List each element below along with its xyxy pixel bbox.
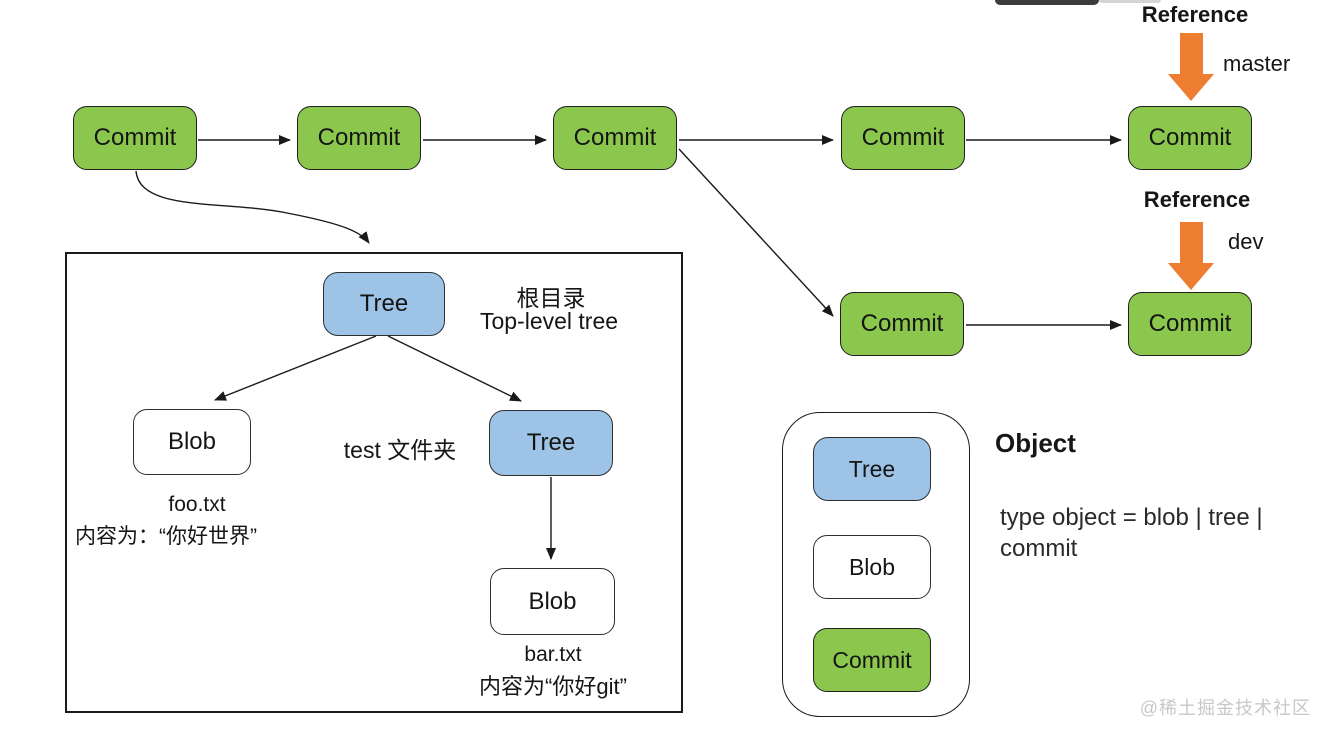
foo-filename-label: foo.txt: [168, 493, 226, 516]
bar-filename-label: bar.txt: [524, 643, 582, 666]
screen-edge-artifact: [995, 0, 1099, 5]
foo-content-label: 内容为：“你好世界”: [75, 525, 257, 548]
commit-node-6-dev-branch: Commit: [840, 292, 964, 356]
branch-label-master: master: [1223, 51, 1291, 76]
commit-node-5-master: Commit: [1128, 106, 1252, 170]
tree-node-test: Tree: [489, 410, 613, 476]
type-definition-text: type object = blob | tree | commit: [1000, 504, 1263, 563]
commit-node-4: Commit: [841, 106, 965, 170]
legend-blob-node: Blob: [813, 535, 931, 599]
blob-node-bar: Blob: [490, 568, 615, 635]
screen-edge-artifact-light: [1099, 0, 1161, 3]
commit-node-7-dev: Commit: [1128, 292, 1252, 356]
legend-tree-node: Tree: [813, 437, 931, 501]
bar-content-label: 内容为“你好git”: [479, 674, 627, 699]
root-dir-label-en: Top-level tree: [479, 308, 619, 334]
legend-commit-node: Commit: [813, 628, 931, 692]
legend-title: Object: [995, 428, 1076, 458]
commit-node-3: Commit: [553, 106, 677, 170]
blob-node-foo: Blob: [133, 409, 251, 475]
reference-title-master: Reference: [1141, 2, 1249, 27]
commit-node-2: Commit: [297, 106, 421, 170]
file-tree-box: [65, 252, 683, 713]
commit-node-1: Commit: [73, 106, 197, 170]
reference-title-dev: Reference: [1143, 187, 1251, 212]
tree-node-root: Tree: [323, 272, 445, 336]
test-folder-label: test 文件夹: [343, 437, 457, 463]
reference-arrow-dev-icon: [1168, 222, 1214, 290]
reference-arrow-master-icon: [1168, 33, 1214, 101]
watermark: @稀土掘金技术社区: [1139, 698, 1311, 718]
branch-label-dev: dev: [1228, 229, 1264, 254]
root-dir-label-zh: 根目录: [516, 285, 586, 311]
